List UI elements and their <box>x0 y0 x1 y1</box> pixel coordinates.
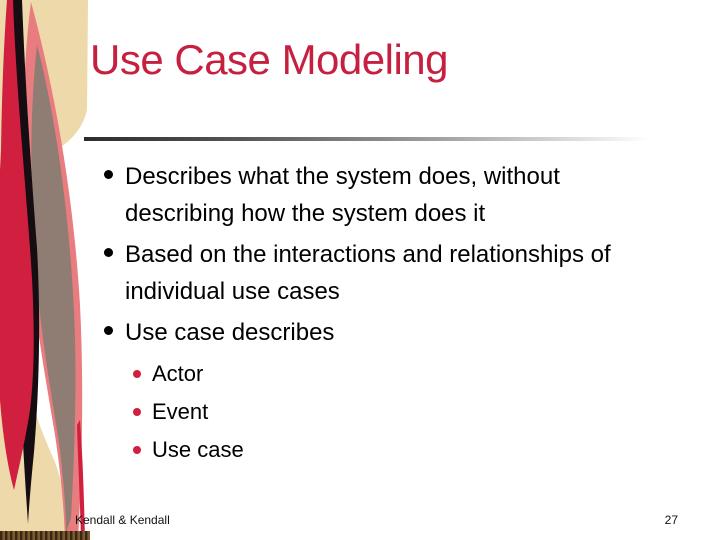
bullet-line: Based on the interactions and relationsh… <box>125 241 611 268</box>
slide-title: Use Case Modeling <box>90 36 449 83</box>
sub-bullet-item: Use case <box>133 431 710 469</box>
title-divider-line <box>84 137 700 141</box>
sub-bullet-icon <box>133 370 141 378</box>
sub-bullet-list: Actor Event Use case <box>133 355 710 469</box>
sub-bullet-label: Event <box>152 399 209 424</box>
bullet-icon <box>104 248 113 257</box>
bullet-line: Use case describes <box>125 319 335 346</box>
band-fringe <box>0 531 90 540</box>
sub-bullet-item: Actor <box>133 355 710 393</box>
band-red-edge-line <box>77 420 85 540</box>
sub-bullet-item: Event <box>133 393 710 431</box>
bullet-icon <box>104 326 113 335</box>
page-number: 27 <box>664 513 678 527</box>
sub-bullet-icon <box>133 446 141 454</box>
sub-bullet-icon <box>133 408 141 416</box>
bullet-icon <box>104 170 113 179</box>
band-red-leaf <box>0 0 34 490</box>
slide-body: Describes what the system does, without … <box>100 158 710 469</box>
bullet-line: individual use cases <box>125 278 340 305</box>
footer-author: Kendall & Kendall <box>75 513 170 527</box>
bullet-item: Based on the interactions and relationsh… <box>100 236 710 310</box>
bullet-line: describing how the system does it <box>125 200 486 227</box>
sub-bullet-label: Actor <box>152 361 204 386</box>
left-decoration <box>0 0 90 540</box>
sub-bullet-label: Use case <box>152 437 244 462</box>
bullet-line: Describes what the system does, without <box>125 163 560 190</box>
band-taupe-leaf <box>31 45 76 532</box>
bullet-item: Use case describes <box>100 314 710 351</box>
bullet-item: Describes what the system does, without … <box>100 158 710 232</box>
